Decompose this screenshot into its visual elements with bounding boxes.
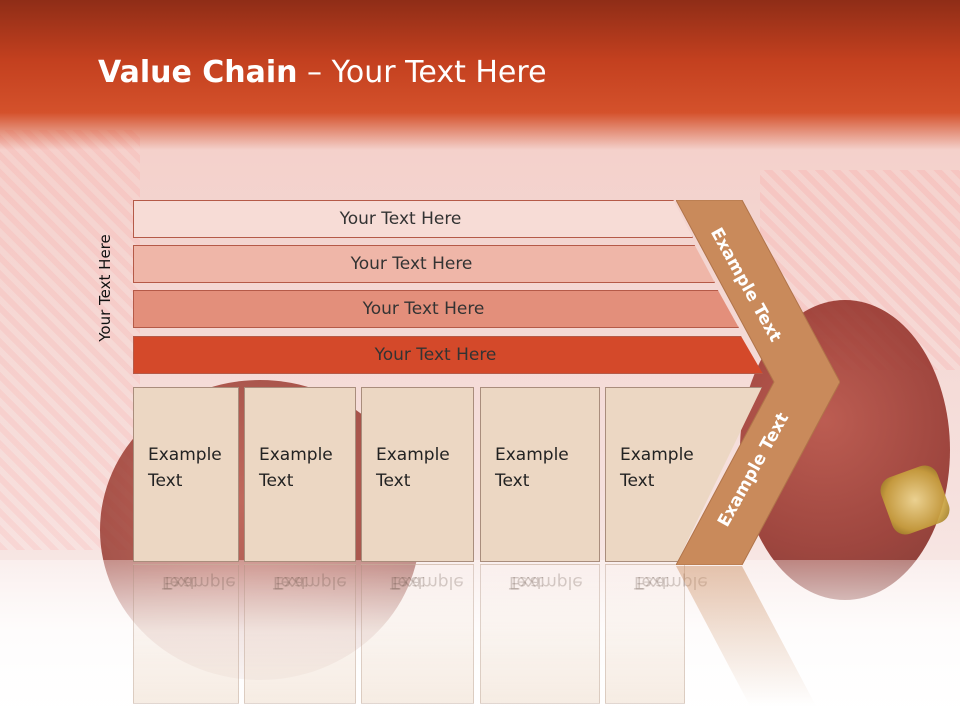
- header-bar: [0, 0, 960, 150]
- activity-box-2[interactable]: Example Text: [244, 387, 356, 562]
- title-rest: – Your Text Here: [297, 55, 547, 90]
- activity-line2: Text: [148, 471, 183, 491]
- support-band-4[interactable]: Your Text Here: [133, 336, 763, 374]
- activity-line2: Text: [495, 471, 530, 491]
- activity-line1: Example: [148, 445, 222, 465]
- reflection-line2: Text: [509, 572, 544, 592]
- band-label: Your Text Here: [374, 345, 497, 365]
- activity-line2: Text: [259, 471, 294, 491]
- activity-box-3[interactable]: Example Text: [361, 387, 474, 562]
- support-band-1[interactable]: Your Text Here: [133, 200, 693, 238]
- activity-box-1[interactable]: Example Text: [133, 387, 239, 562]
- band-label: Your Text Here: [362, 299, 485, 319]
- title-bold: Value Chain: [98, 55, 298, 90]
- chevron-reflection: [676, 566, 816, 706]
- margin-chevron[interactable]: [676, 200, 840, 565]
- activity-line1: Example: [495, 445, 569, 465]
- reflection-line2: Text: [162, 572, 197, 592]
- band-label: Your Text Here: [350, 254, 473, 274]
- activity-box-4[interactable]: Example Text: [480, 387, 600, 562]
- activity-line1: Example: [259, 445, 333, 465]
- activity-line1: Example: [376, 445, 450, 465]
- slide-title[interactable]: Value Chain – Your Text Here: [98, 55, 547, 90]
- reflection-line2: Text: [634, 572, 669, 592]
- activity-line2: Text: [620, 471, 655, 491]
- reflection-line2: Text: [273, 572, 308, 592]
- activity-line1: Example: [620, 445, 694, 465]
- support-band-3[interactable]: Your Text Here: [133, 290, 739, 328]
- activity-line2: Text: [376, 471, 411, 491]
- reflection-line2: Text: [390, 572, 425, 592]
- band-label: Your Text Here: [339, 209, 462, 229]
- support-band-2[interactable]: Your Text Here: [133, 245, 715, 283]
- side-label-text: Your Text Here: [96, 234, 114, 342]
